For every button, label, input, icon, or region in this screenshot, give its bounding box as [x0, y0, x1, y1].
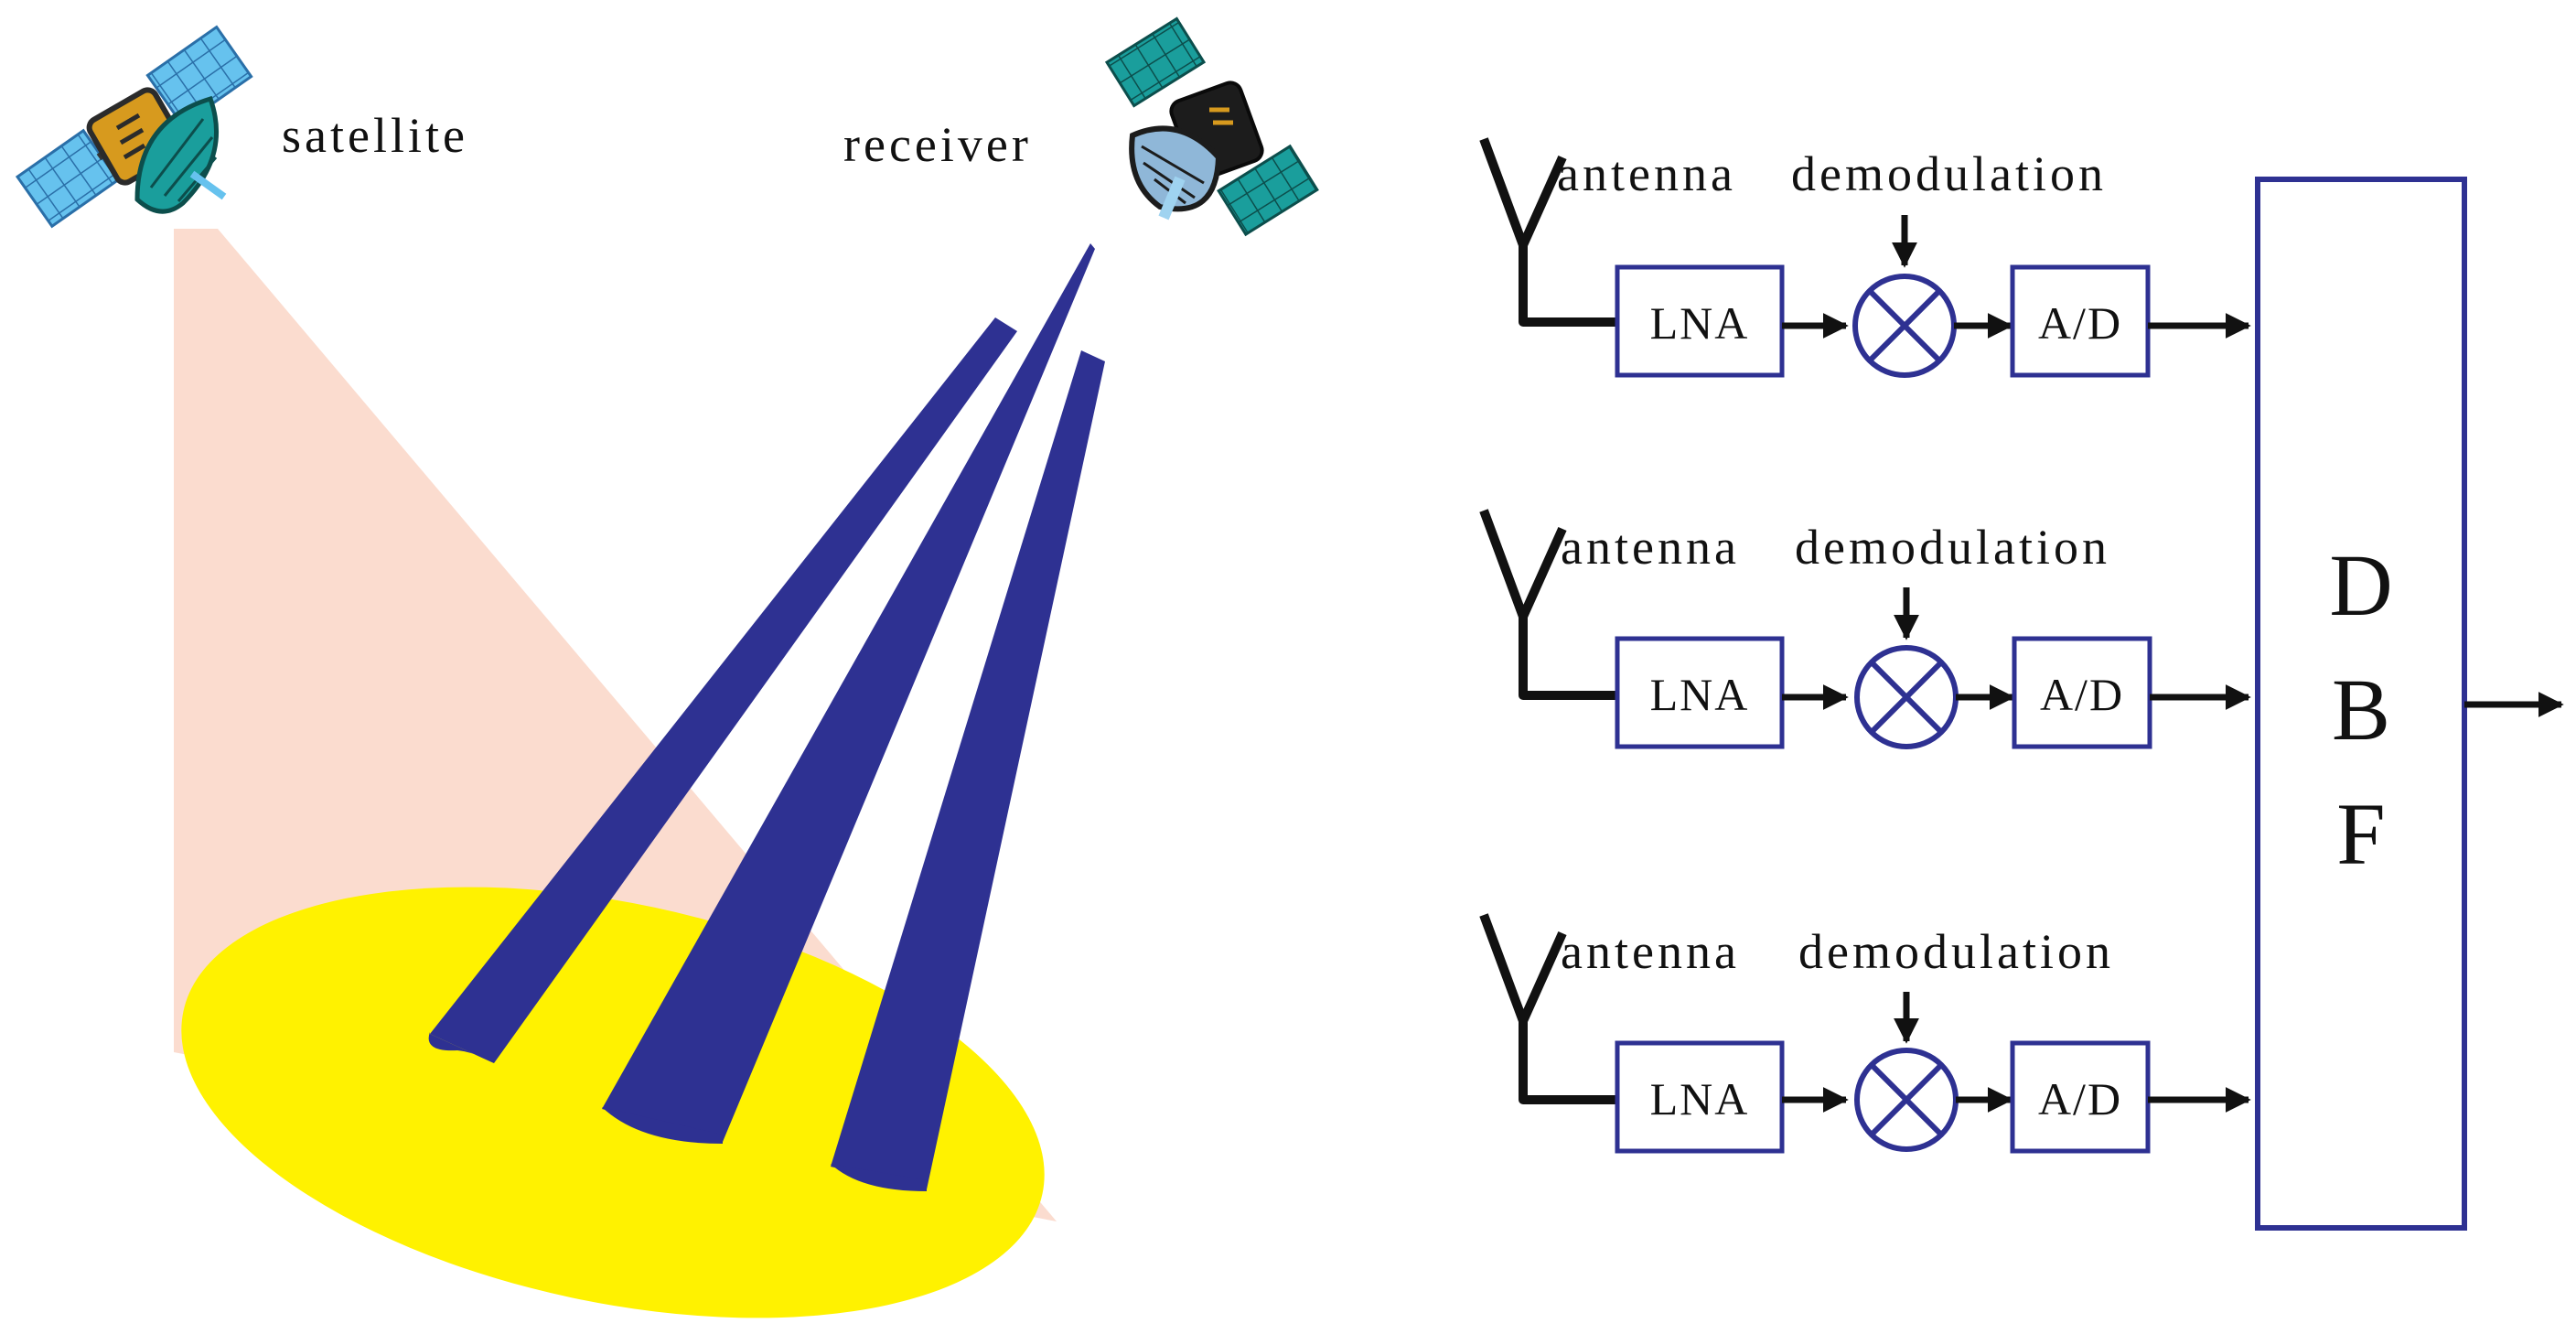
ad-box	[2010, 1040, 2151, 1154]
lna-box	[1615, 636, 1785, 749]
mixer-icon	[1854, 645, 1959, 749]
beam-center	[602, 243, 1095, 1142]
receiver-satellite-icon	[1104, 16, 1319, 237]
antenna-icon	[1479, 509, 1617, 700]
beam-center-tip	[602, 1107, 723, 1144]
antenna-label: antenna	[1557, 146, 1736, 201]
dbf-box	[2255, 177, 2467, 1231]
antenna-label: antenna	[1561, 520, 1740, 575]
satellite-icon	[15, 25, 253, 229]
lna-label: LNA	[1650, 669, 1750, 720]
beam-left-tip	[428, 1032, 494, 1063]
dbf-letter-d: D	[2329, 536, 2392, 634]
beam-left	[430, 317, 1017, 1063]
satellite-label: satellite	[282, 108, 468, 163]
antenna-icon	[1479, 913, 1617, 1104]
beam-right	[831, 350, 1105, 1189]
antenna-label: antenna	[1561, 924, 1740, 979]
demodulation-label: demodulation	[1798, 924, 2114, 979]
receiver-chain-1: antenna demodulation LNA A/D	[1479, 137, 2251, 378]
mixer-icon	[1854, 1048, 1959, 1152]
ad-box	[2012, 636, 2152, 749]
demodulation-label: demodulation	[1791, 146, 2107, 201]
ad-label: A/D	[2038, 297, 2122, 349]
receiver-label: receiver	[843, 117, 1032, 172]
receiver-chain-3: antenna demodulation LNA A/D	[1479, 913, 2251, 1154]
antenna-icon	[1479, 137, 1617, 327]
mixer-icon	[1852, 274, 1957, 378]
demodulation-label: demodulation	[1795, 520, 2110, 575]
lna-label: LNA	[1650, 1073, 1750, 1124]
dbf-letter-f: F	[2336, 785, 2385, 883]
lna-label: LNA	[1650, 297, 1750, 349]
ad-box	[2010, 264, 2151, 378]
lna-box	[1615, 1040, 1785, 1154]
ad-label: A/D	[2040, 669, 2124, 720]
dbf-block: D B F	[2255, 177, 2564, 1231]
dbf-letter-b: B	[2332, 661, 2390, 758]
coverage-scene	[174, 229, 1105, 1318]
ad-label: A/D	[2038, 1073, 2122, 1124]
receiver-chain-2: antenna demodulation LNA A/D	[1479, 509, 2251, 749]
lna-box	[1615, 264, 1785, 378]
beam-right-tip	[831, 1164, 927, 1191]
